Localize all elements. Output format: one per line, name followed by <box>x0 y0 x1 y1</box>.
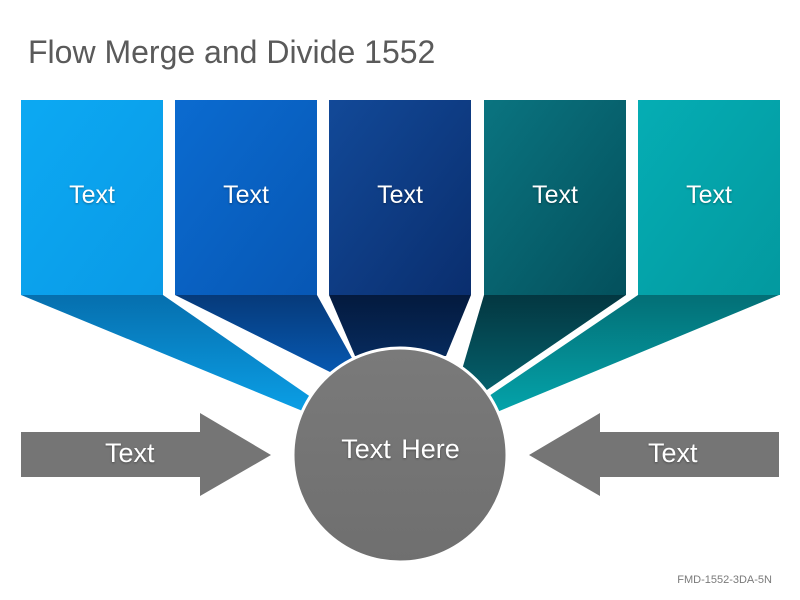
box-3 <box>329 100 471 295</box>
funnel-3 <box>329 295 471 356</box>
funnel-4 <box>461 295 626 392</box>
box-2-label: Text <box>223 181 269 209</box>
box-2-label-wrap: Text <box>175 100 317 295</box>
center-label: Text Here <box>341 434 460 464</box>
box-3-label: Text <box>377 181 423 209</box>
funnel-2 <box>175 295 352 372</box>
box-5-label-wrap: Text <box>638 100 780 295</box>
box-4 <box>484 100 626 295</box>
box-1-label: Text <box>69 181 115 209</box>
footer-code: FMD-1552-3DA-5N <box>677 574 772 586</box>
box-2 <box>175 100 317 295</box>
left-arrow-shape <box>21 413 271 496</box>
box-5 <box>638 100 780 295</box>
box-3-label-wrap: Text <box>329 100 471 295</box>
slide-title: Flow Merge and Divide 1552 <box>28 34 436 70</box>
right-arrow-shape <box>529 413 779 496</box>
box-1-label-wrap: Text <box>21 100 163 295</box>
box-5-label: Text <box>686 181 732 209</box>
right-arrow-label: Text <box>648 438 698 468</box>
box-1 <box>21 100 163 295</box>
center-circle <box>291 346 509 564</box>
left-arrow-label: Text <box>105 438 155 468</box>
funnel-5 <box>486 295 779 412</box>
funnel-1 <box>21 295 318 412</box>
box-4-label: Text <box>532 181 578 209</box>
box-4-label-wrap: Text <box>484 100 626 295</box>
